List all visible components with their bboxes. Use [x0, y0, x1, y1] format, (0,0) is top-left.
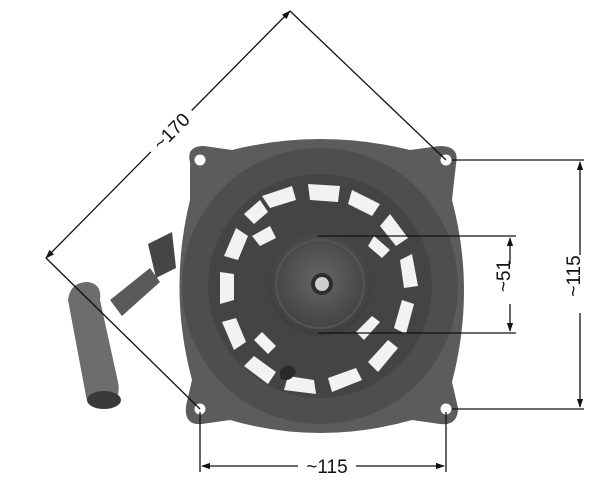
starter-rope [280, 365, 296, 380]
dimension-label-hub: ~51 [494, 260, 515, 292]
dimension-label-width: ~115 [306, 457, 347, 478]
mounting-hole-top-left [194, 154, 206, 166]
dimension-label-height: ~115 [564, 255, 585, 296]
mounting-hole-bottom-right [440, 403, 452, 415]
starter-housing [179, 139, 464, 433]
center-bolt [315, 277, 329, 291]
pull-handle [68, 232, 176, 409]
